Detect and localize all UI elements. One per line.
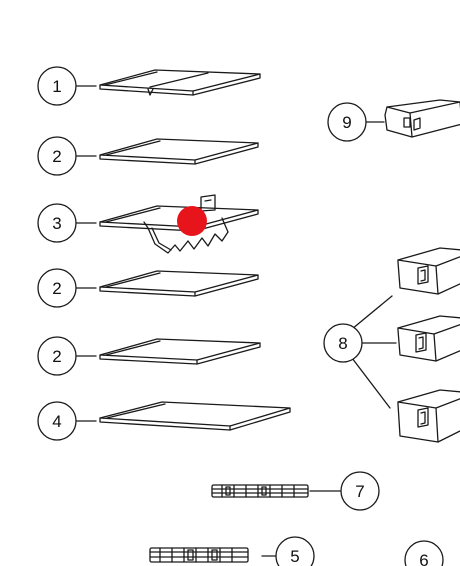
red-marker-icon[interactable] xyxy=(177,206,207,236)
callout-8[interactable]: 8 xyxy=(323,323,363,363)
callout-8-label: 8 xyxy=(338,334,347,353)
callout-4-label: 4 xyxy=(52,412,61,431)
trim-strip-7-icon[interactable] xyxy=(211,484,309,498)
shelf-4-icon[interactable] xyxy=(99,401,291,431)
trim-strip-5-icon[interactable] xyxy=(149,547,249,563)
callout-1-label: 1 xyxy=(52,77,61,96)
callout-6-label: 6 xyxy=(419,551,428,566)
door-bin-9-icon[interactable] xyxy=(384,99,460,138)
callout-2a[interactable]: 2 xyxy=(37,136,77,176)
callout-1[interactable]: 1 xyxy=(37,66,77,106)
callout-9[interactable]: 9 xyxy=(327,102,367,142)
callout-5-label: 5 xyxy=(290,547,299,566)
callout-7[interactable]: 7 xyxy=(340,471,380,511)
callout-2c[interactable]: 2 xyxy=(37,336,77,376)
callout-7-label: 7 xyxy=(355,482,364,501)
shelf-2b-icon[interactable] xyxy=(99,270,259,297)
shelf-3-icon[interactable] xyxy=(99,194,259,254)
callout-6[interactable]: 6 xyxy=(404,540,444,566)
callout-2b-label: 2 xyxy=(52,279,61,298)
shelf-2c-icon[interactable] xyxy=(99,338,261,365)
callout-4[interactable]: 4 xyxy=(37,401,77,441)
callout-3-label: 3 xyxy=(52,214,61,233)
callout-2a-label: 2 xyxy=(52,147,61,166)
door-bin-8a-icon[interactable] xyxy=(397,247,460,295)
door-bin-8b-icon[interactable] xyxy=(397,315,460,362)
callout-9-label: 9 xyxy=(342,113,351,132)
callout-3[interactable]: 3 xyxy=(37,203,77,243)
leader-lines xyxy=(75,85,397,557)
door-bin-8c-icon[interactable] xyxy=(397,389,460,443)
callout-5[interactable]: 5 xyxy=(275,536,315,566)
callout-2c-label: 2 xyxy=(52,347,61,366)
callout-2b[interactable]: 2 xyxy=(37,268,77,308)
shelf-1-icon[interactable] xyxy=(99,69,261,96)
shelf-2-icon[interactable] xyxy=(99,138,259,165)
